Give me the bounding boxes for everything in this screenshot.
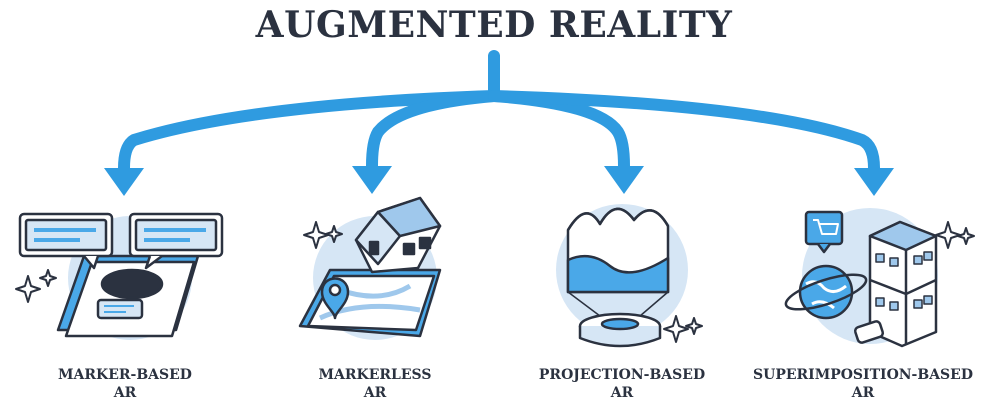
arrowhead-1: [104, 168, 144, 196]
buildings-globe-icon: [784, 208, 975, 348]
arrow-heads: [104, 166, 894, 196]
marker-phone-icon: [15, 212, 224, 340]
projector-hologram-icon: [556, 204, 703, 348]
house-map-icon: [298, 196, 442, 340]
arrowhead-4: [854, 168, 894, 196]
label-markerless: MARKERLESS AR: [318, 367, 432, 401]
branch-4: [488, 90, 880, 174]
branch-2: [366, 90, 500, 172]
branch-1: [118, 90, 500, 174]
arrowhead-2: [352, 166, 392, 194]
label-marker-based: MARKER-BASED AR: [58, 367, 192, 401]
label-superimposition-based: SUPERIMPOSITION-BASED AR: [753, 367, 973, 401]
connector-arrows: [118, 50, 880, 174]
label-projection-based: PROJECTION-BASED AR: [538, 367, 706, 401]
diagram-title: AUGMENTED REALITY: [255, 4, 733, 46]
arrowhead-3: [604, 166, 644, 194]
